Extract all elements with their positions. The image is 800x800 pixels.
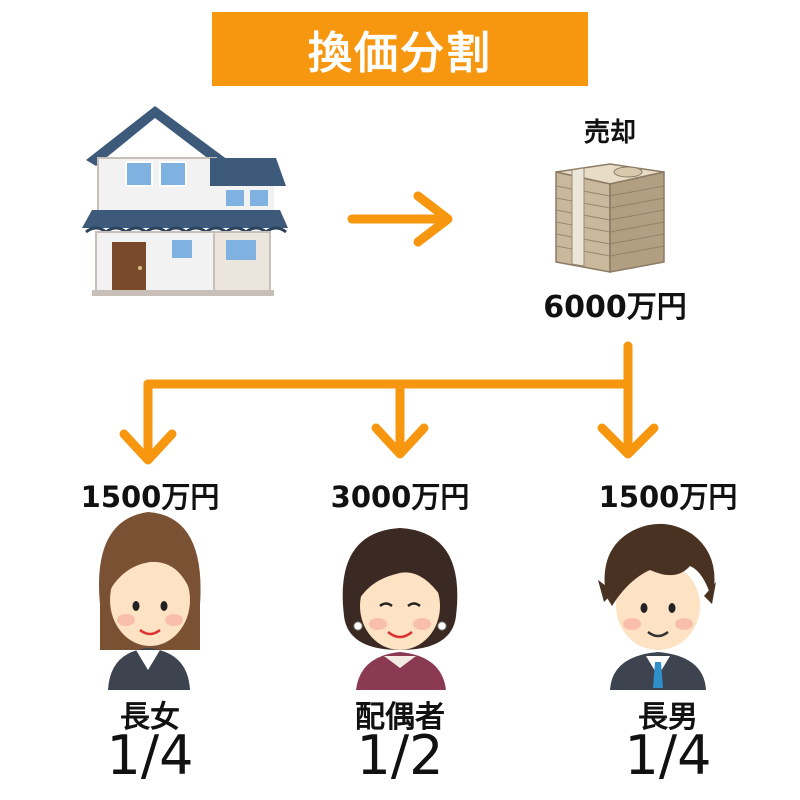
heir-share-son: 1/4 (624, 724, 712, 787)
money-stack-icon (555, 163, 665, 273)
house-icon (82, 106, 288, 296)
son-avatar (598, 523, 716, 690)
total-amount: 6000万円 (543, 290, 687, 325)
title-banner: 換価分割 (212, 12, 588, 86)
right-arrow-icon (347, 191, 453, 247)
down-arrow-middle (371, 423, 429, 459)
heir-share-spouse: 1/2 (356, 724, 444, 787)
daughter-avatar (99, 512, 201, 690)
heir-relation-spouse: 配偶者 (355, 700, 445, 735)
down-arrow-left (119, 429, 177, 465)
spouse-avatar (342, 528, 458, 690)
heir-amount-son: 1500万円 (598, 480, 738, 514)
distribution-arrows (119, 341, 659, 465)
down-arrow-right (597, 423, 659, 459)
heir-relation-daughter: 長女 (120, 700, 180, 735)
diagram-title: 換価分割 (308, 28, 492, 79)
sale-label: 売却 (583, 118, 636, 148)
heir-amount-spouse: 3000万円 (330, 480, 470, 514)
heir-amount-daughter: 1500万円 (80, 480, 220, 514)
heir-share-daughter: 1/4 (106, 724, 194, 787)
heir-relation-son: 長男 (638, 700, 698, 735)
